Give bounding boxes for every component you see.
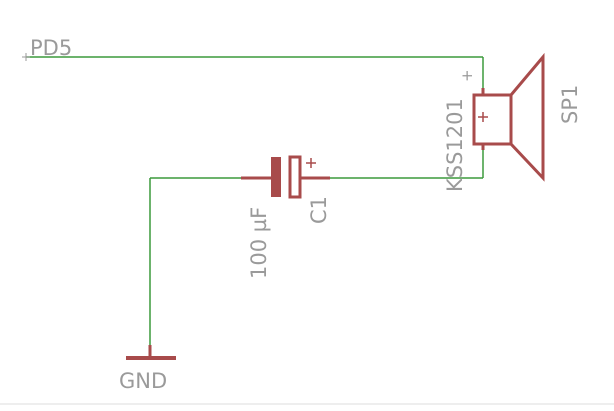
speaker-cone-icon — [509, 52, 545, 182]
capacitor-plate-positive — [288, 155, 302, 199]
speaker-value-label: KSS1201 — [443, 98, 467, 192]
capacitor-c1-symbol[interactable] — [241, 155, 330, 199]
origin-cross-icon — [22, 53, 30, 61]
capacitor-value-label: 100 µF — [247, 207, 271, 279]
capacitor-name-label: C1 — [307, 196, 331, 224]
speaker-name-label: SP1 — [558, 85, 582, 124]
speaker-coil-body — [472, 93, 513, 146]
ground-symbol[interactable] — [126, 345, 176, 360]
net-wires — [26, 56, 484, 358]
speaker-pin-polarity-label: + — [458, 69, 476, 82]
speaker-sp1-symbol[interactable] — [472, 52, 545, 182]
capacitor-plate-negative — [271, 157, 281, 197]
net-label-gnd: GND — [119, 369, 167, 393]
net-label-pd5: PD5 — [30, 36, 72, 60]
